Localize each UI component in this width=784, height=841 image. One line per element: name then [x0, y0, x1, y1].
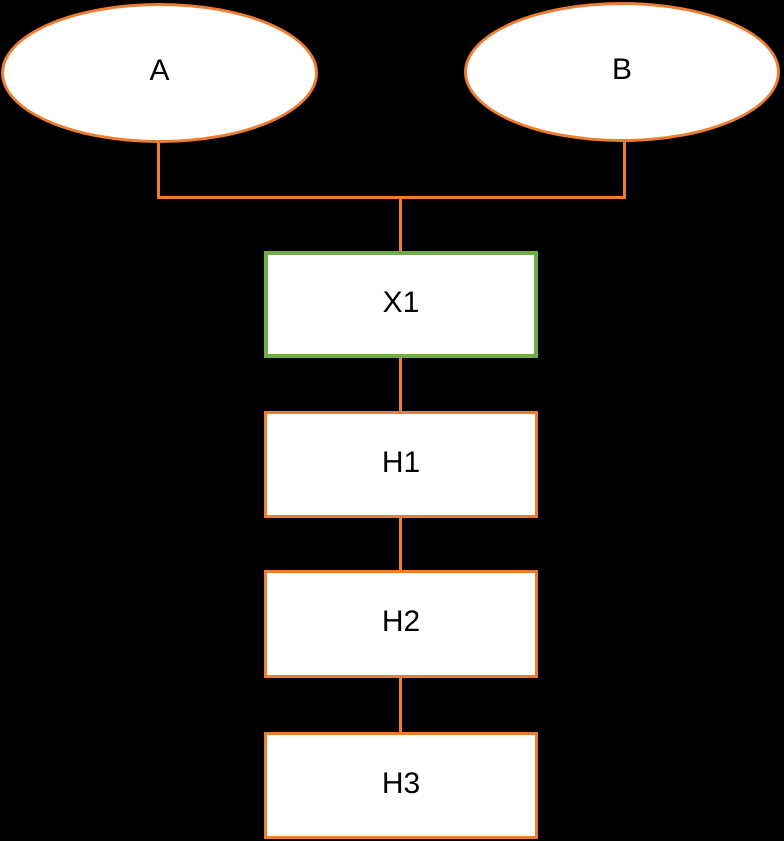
node-box-h2: H2: [264, 570, 538, 678]
edge-junction-horizontal: [157, 196, 626, 199]
node-box-x1: X1: [264, 251, 538, 358]
node-ellipse-b: B: [464, 2, 780, 142]
node-box-h1: H1: [264, 411, 538, 518]
node-h3-label: H3: [381, 766, 421, 800]
node-h1-label: H1: [381, 445, 421, 479]
node-h2-label: H2: [381, 605, 421, 638]
node-b-label: B: [611, 53, 632, 86]
edge-h1-to-h2: [399, 516, 402, 572]
edge-a-to-junction: [157, 141, 160, 199]
node-ellipse-a: A: [1, 3, 318, 143]
edge-x1-to-h1: [399, 356, 402, 413]
edge-junction-to-x1: [399, 196, 402, 253]
node-x1-label: X1: [382, 285, 420, 319]
edge-h2-to-h3: [399, 676, 402, 734]
node-box-h3: H3: [264, 732, 538, 839]
node-a-label: A: [149, 54, 170, 87]
edge-b-to-junction: [623, 140, 626, 199]
